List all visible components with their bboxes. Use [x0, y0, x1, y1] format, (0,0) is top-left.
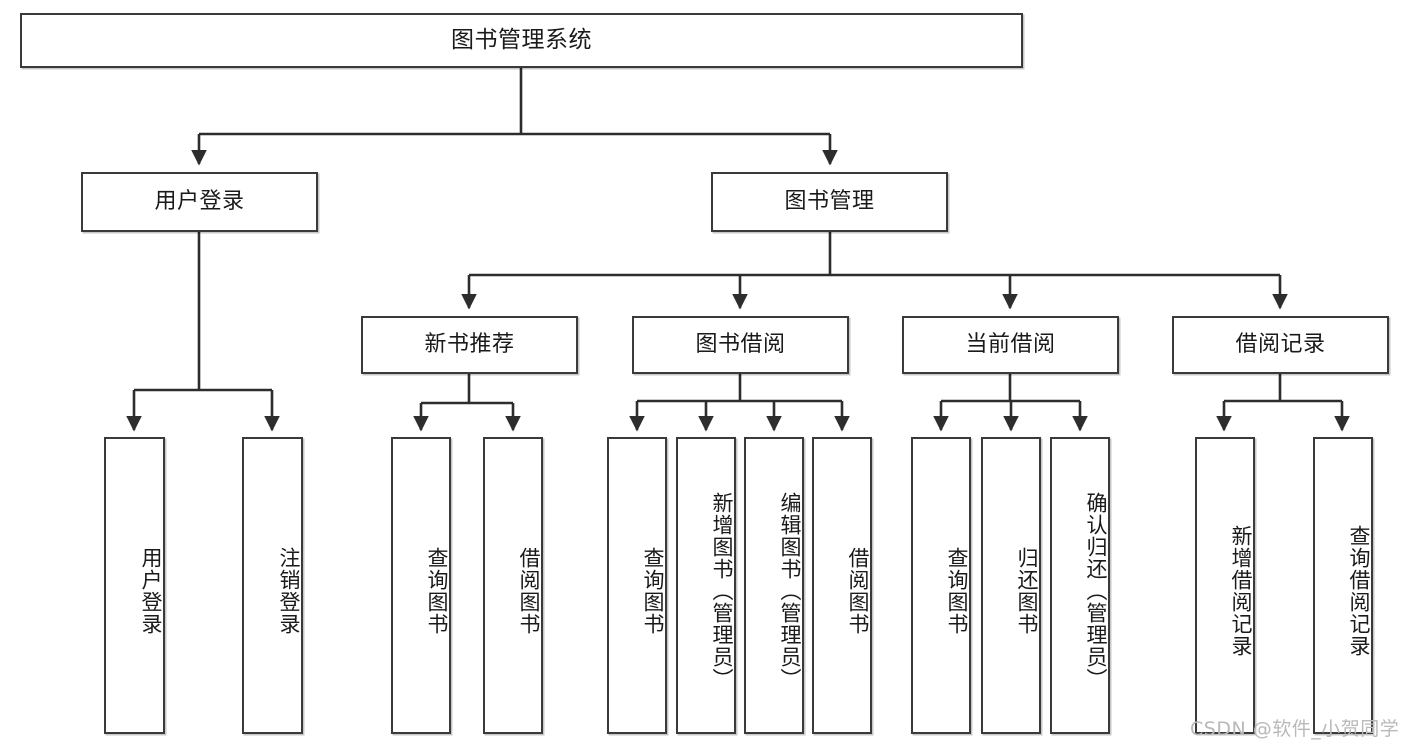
- node-leaf-user-login[interactable]: 用户登录: [104, 437, 165, 734]
- node-label: 当前借阅: [965, 332, 1056, 358]
- node-label: 新书推荐: [424, 332, 515, 358]
- node-label: 归还图书: [1015, 546, 1039, 635]
- node-label: 新增图书（管理员）: [710, 491, 734, 690]
- node-label: 借阅图书: [846, 546, 870, 635]
- node-label: 查询图书: [945, 546, 969, 635]
- node-label: 确认归还（管理员）: [1084, 491, 1108, 690]
- node-leaf-add-record[interactable]: 新增借阅记录: [1195, 437, 1255, 734]
- node-new-book-recommend[interactable]: 新书推荐: [361, 316, 578, 374]
- node-root-book-management-system[interactable]: 图书管理系统: [20, 13, 1023, 68]
- node-label: 用户登录: [154, 189, 245, 215]
- node-leaf-user-logout[interactable]: 注销登录: [242, 437, 303, 734]
- node-leaf-borrow-book-2[interactable]: 借阅图书: [812, 437, 872, 734]
- node-leaf-edit-book[interactable]: 编辑图书（管理员）: [744, 437, 804, 734]
- node-label: 编辑图书（管理员）: [778, 491, 802, 690]
- node-book-borrow[interactable]: 图书借阅: [632, 316, 849, 374]
- node-label: 查询图书: [425, 546, 449, 635]
- csdn-watermark: CSDN @软件_小贺同学: [1190, 714, 1399, 741]
- node-leaf-return-book[interactable]: 归还图书: [981, 437, 1041, 734]
- node-label: 查询借阅记录: [1347, 524, 1371, 657]
- node-leaf-borrow-book-1[interactable]: 借阅图书: [483, 437, 543, 734]
- watermark-text: CSDN @软件_小贺同学: [1190, 718, 1400, 740]
- node-label: 查询图书: [641, 546, 665, 635]
- node-label: 图书管理: [784, 189, 875, 215]
- node-leaf-query-book-3[interactable]: 查询图书: [911, 437, 971, 734]
- node-label: 新增借阅记录: [1229, 524, 1253, 657]
- node-label: 用户登录: [139, 546, 163, 635]
- node-label: 图书借阅: [695, 332, 786, 358]
- node-label: 借阅记录: [1235, 332, 1326, 358]
- node-leaf-confirm-return[interactable]: 确认归还（管理员）: [1050, 437, 1110, 734]
- node-leaf-query-record[interactable]: 查询借阅记录: [1313, 437, 1373, 734]
- node-leaf-query-book-1[interactable]: 查询图书: [391, 437, 451, 734]
- node-leaf-add-book[interactable]: 新增图书（管理员）: [676, 437, 736, 734]
- node-current-borrow[interactable]: 当前借阅: [902, 316, 1119, 374]
- node-leaf-query-book-2[interactable]: 查询图书: [607, 437, 667, 734]
- node-label: 图书管理系统: [451, 27, 592, 54]
- node-label: 注销登录: [277, 546, 301, 635]
- node-label: 借阅图书: [517, 546, 541, 635]
- node-user-login[interactable]: 用户登录: [81, 172, 318, 232]
- node-borrow-record[interactable]: 借阅记录: [1172, 316, 1389, 374]
- node-book-manage[interactable]: 图书管理: [711, 172, 948, 232]
